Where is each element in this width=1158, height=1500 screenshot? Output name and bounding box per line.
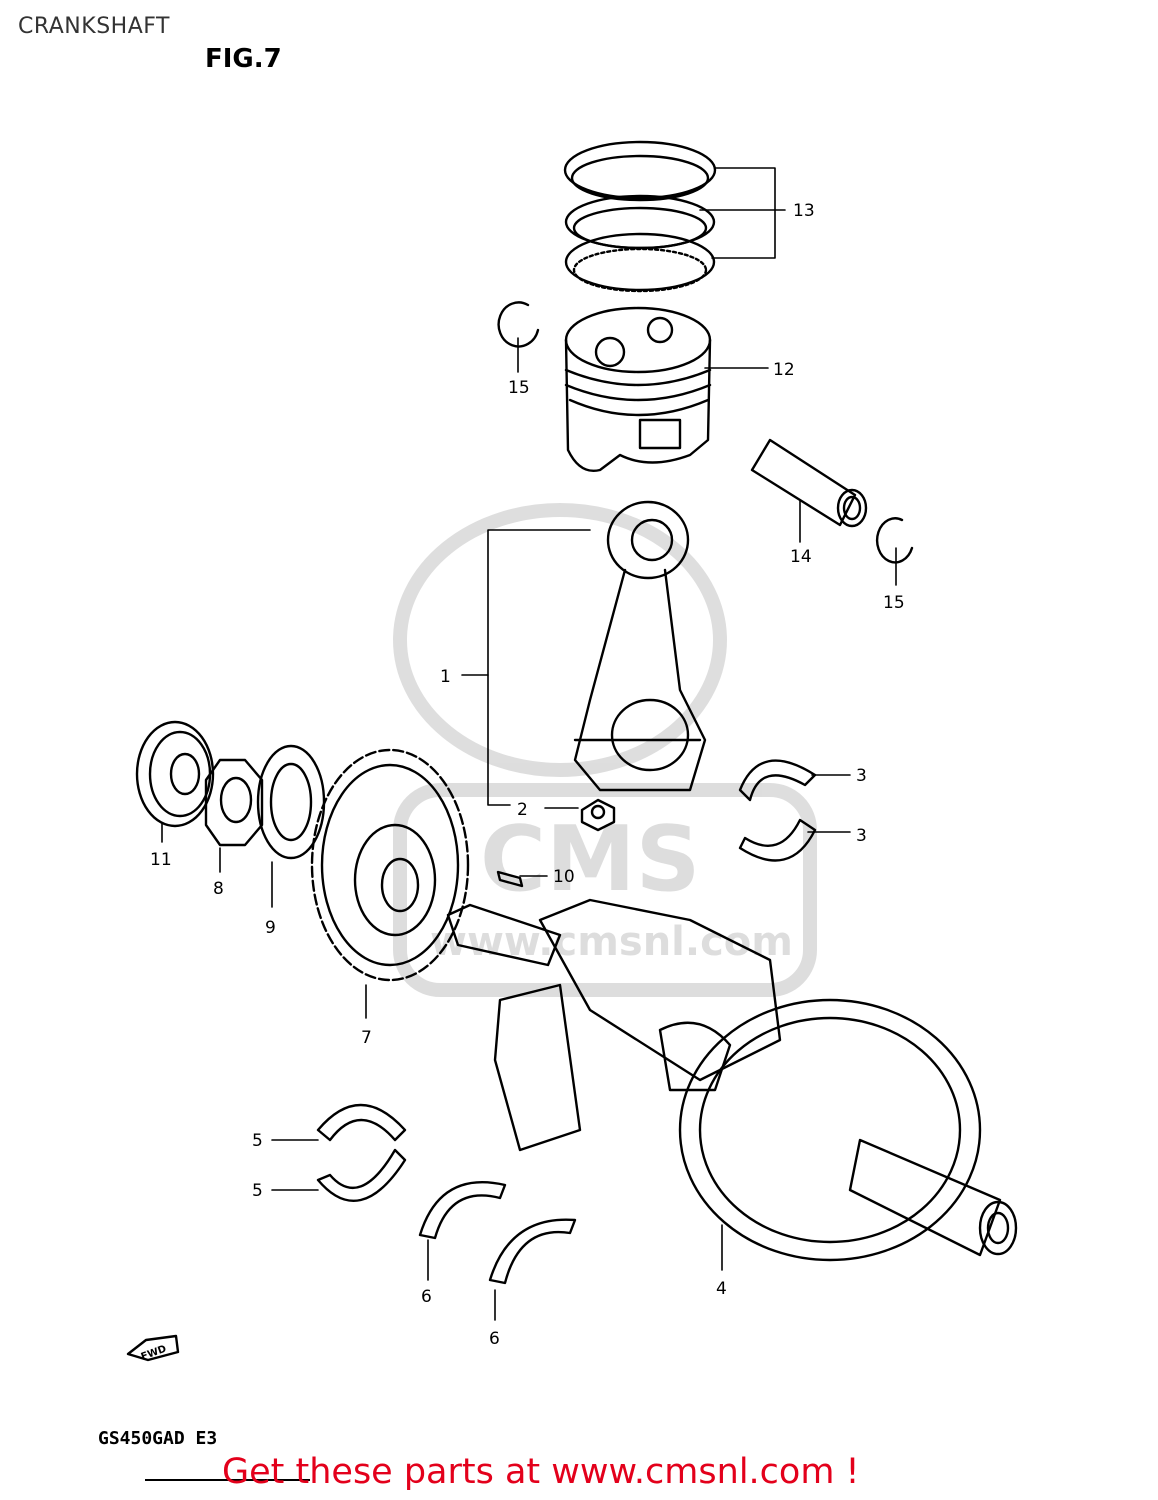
crankshaft bbox=[446, 898, 1018, 1262]
watermark-mascot bbox=[393, 503, 727, 777]
piston bbox=[564, 306, 712, 472]
fwd-label: FWD bbox=[140, 1344, 168, 1363]
connecting-rod bbox=[573, 500, 707, 792]
figure-number: FIG.7 bbox=[205, 44, 282, 74]
callout-4: 4 bbox=[716, 1279, 727, 1299]
fwd-arrow bbox=[126, 1334, 180, 1362]
watermark-brand: CMS bbox=[480, 807, 700, 912]
callout-6-right: 6 bbox=[489, 1329, 500, 1349]
callout-3-top: 3 bbox=[856, 766, 867, 786]
callout-12: 12 bbox=[773, 360, 795, 380]
callout-3-bottom: 3 bbox=[856, 826, 867, 846]
callout-9: 9 bbox=[265, 918, 276, 938]
callout-1: 1 bbox=[440, 667, 451, 687]
callout-13: 13 bbox=[793, 201, 815, 221]
main-bearings bbox=[316, 1104, 407, 1203]
piston-pin bbox=[750, 438, 868, 528]
woodruff-key bbox=[496, 870, 524, 888]
callout-10: 10 bbox=[553, 867, 575, 887]
circlip-top bbox=[497, 301, 540, 348]
callout-5-bottom: 5 bbox=[252, 1181, 263, 1201]
callout-5-top: 5 bbox=[252, 1131, 263, 1151]
drive-gear bbox=[310, 748, 470, 982]
piston-rings bbox=[563, 140, 717, 293]
oil-seal bbox=[135, 720, 215, 828]
callout-2: 2 bbox=[517, 800, 528, 820]
gear-nut bbox=[204, 758, 264, 847]
callout-11: 11 bbox=[150, 850, 172, 870]
watermark: CMS www.cmsnl.com bbox=[393, 503, 817, 997]
page-title: CRANKSHAFT bbox=[18, 14, 170, 39]
callout-numbers: 13 12 15 14 15 1 2 3 3 11 8 9 10 7 5 5 6… bbox=[150, 201, 905, 1349]
watermark-url: www.cmsnl.com bbox=[430, 919, 793, 965]
promo-link[interactable]: Get these parts at www.cmsnl.com ! bbox=[222, 1452, 860, 1492]
circlip-right bbox=[875, 517, 914, 564]
callout-15-right: 15 bbox=[883, 593, 905, 613]
callout-8: 8 bbox=[213, 879, 224, 899]
thrust-washers bbox=[418, 1181, 577, 1285]
callout-6-left: 6 bbox=[421, 1287, 432, 1307]
callout-15-top: 15 bbox=[508, 378, 530, 398]
callout-14: 14 bbox=[790, 547, 812, 567]
rod-nut bbox=[580, 798, 616, 832]
leader-lines bbox=[161, 167, 897, 1321]
model-code: GS450GAD E3 bbox=[98, 1428, 218, 1449]
callout-7: 7 bbox=[361, 1028, 372, 1048]
